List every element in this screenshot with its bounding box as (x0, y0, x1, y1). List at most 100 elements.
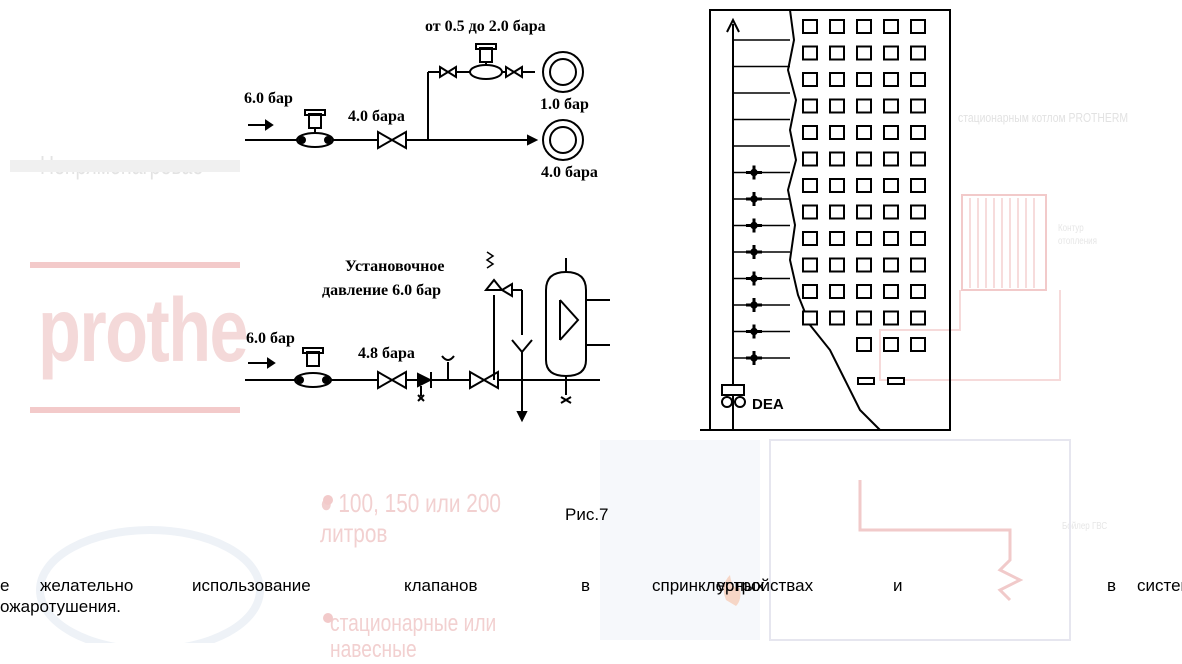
pressure-reducer-icon (296, 109, 334, 148)
window (802, 98, 818, 114)
window (829, 231, 845, 246)
window (856, 337, 872, 352)
window (802, 231, 818, 246)
window (910, 284, 926, 299)
sprinkler-head-icon (746, 351, 762, 365)
dea-valve-icon (721, 384, 746, 408)
pressure-gauge-upper-icon (542, 51, 584, 93)
window (883, 19, 899, 34)
window (829, 45, 845, 61)
drain-arrow (516, 411, 528, 423)
window (883, 231, 899, 246)
window (883, 98, 899, 114)
watermark-tank-outline (36, 526, 264, 643)
window (802, 310, 818, 326)
window (883, 178, 899, 193)
pressure-gauge-lower-icon (542, 119, 584, 161)
window (910, 257, 926, 273)
building-outline (709, 9, 951, 431)
window (802, 45, 818, 61)
cutaway-edge (786, 9, 881, 431)
window (856, 231, 872, 246)
body-text-word: е (0, 576, 10, 595)
window (829, 19, 845, 34)
watermark-boiler-panel (600, 440, 760, 640)
watermark-right-label-heating: Контур отопления (1058, 223, 1097, 247)
window (856, 72, 872, 87)
body-text-word: в (1107, 576, 1117, 595)
inlet-arrow-head (265, 119, 274, 131)
window (856, 98, 872, 114)
bottom-inlet-arrow-head (267, 357, 276, 369)
window (856, 19, 872, 34)
window (910, 19, 926, 34)
watermark-bullet-mount: стационарные или (330, 610, 496, 638)
windows (802, 19, 926, 385)
window (802, 72, 818, 87)
window (857, 377, 875, 385)
window (829, 72, 845, 87)
pressure-reducer-diagram-top (245, 43, 584, 161)
check-valve-icon (417, 372, 433, 402)
sprinkler-head-icon (746, 192, 762, 206)
window (802, 178, 818, 193)
window (910, 337, 926, 352)
test-port-icon (441, 355, 455, 380)
window (910, 151, 926, 167)
window (829, 284, 845, 299)
sprinklers (746, 165, 762, 365)
watermark-pipe (879, 290, 1061, 381)
body-text-word: использование (192, 576, 311, 595)
branch-valve-left-icon (439, 65, 457, 79)
range-label: от 0.5 до 2.0 бара (425, 18, 546, 35)
watermark-mount-line1: стационарные или (330, 610, 497, 637)
sprinkler-head-icon (746, 324, 762, 339)
window (802, 19, 818, 34)
sprinkler-head-icon (746, 218, 762, 233)
window (883, 151, 899, 167)
upper-outlet-pressure-label: 1.0 бар (540, 96, 589, 113)
window (856, 125, 872, 140)
body-text-word: устройствах (717, 576, 814, 595)
riser-arrow (726, 17, 740, 33)
window (910, 204, 926, 220)
setting-label-line1: Установочное (345, 258, 445, 275)
gate-valve-icon (377, 130, 407, 150)
window (829, 257, 845, 273)
top-mid-pressure-label: 4.0 бара (348, 108, 405, 125)
watermark-band (10, 160, 240, 172)
window (829, 310, 845, 326)
safety-valve-diagram-bottom (245, 251, 610, 423)
window (829, 125, 845, 140)
sprinkler-head-icon (746, 165, 762, 180)
watermark-capacity-line2: литров (320, 518, 388, 548)
watermark-right-label-boiler: Бойлер ГВС (1062, 521, 1108, 532)
body-text-word: желательно (40, 576, 134, 595)
watermark-coil (858, 480, 1024, 602)
building-sprinkler-diagram (700, 9, 951, 431)
window (829, 204, 845, 220)
window (910, 98, 926, 114)
watermark-brand-logo: prothe (38, 281, 249, 381)
window (910, 231, 926, 246)
watermark-boiler-body (769, 439, 1071, 641)
body-text-word: и (893, 576, 903, 595)
window (856, 284, 872, 299)
main-pipe-arrow (527, 134, 539, 146)
bottom-pressure-reducer-icon (294, 347, 332, 388)
water-heater-icon (545, 258, 610, 404)
window (910, 178, 926, 193)
watermark-dot-2 (323, 613, 333, 623)
window (910, 45, 926, 61)
sprinkler-head-icon (746, 298, 762, 312)
watermark-dot (323, 495, 333, 505)
watermark-flame-icon (723, 575, 741, 606)
window (883, 45, 899, 61)
watermark-bullet-capacity: ● 100, 150 или 200 литров (320, 488, 501, 548)
window (856, 257, 872, 273)
bottom-gate-valve-icon (377, 370, 407, 390)
window (883, 284, 899, 299)
window (856, 45, 872, 61)
watermark-capacity-line1: 100, 150 или 200 (338, 488, 501, 518)
dea-label: DEA (752, 396, 784, 413)
